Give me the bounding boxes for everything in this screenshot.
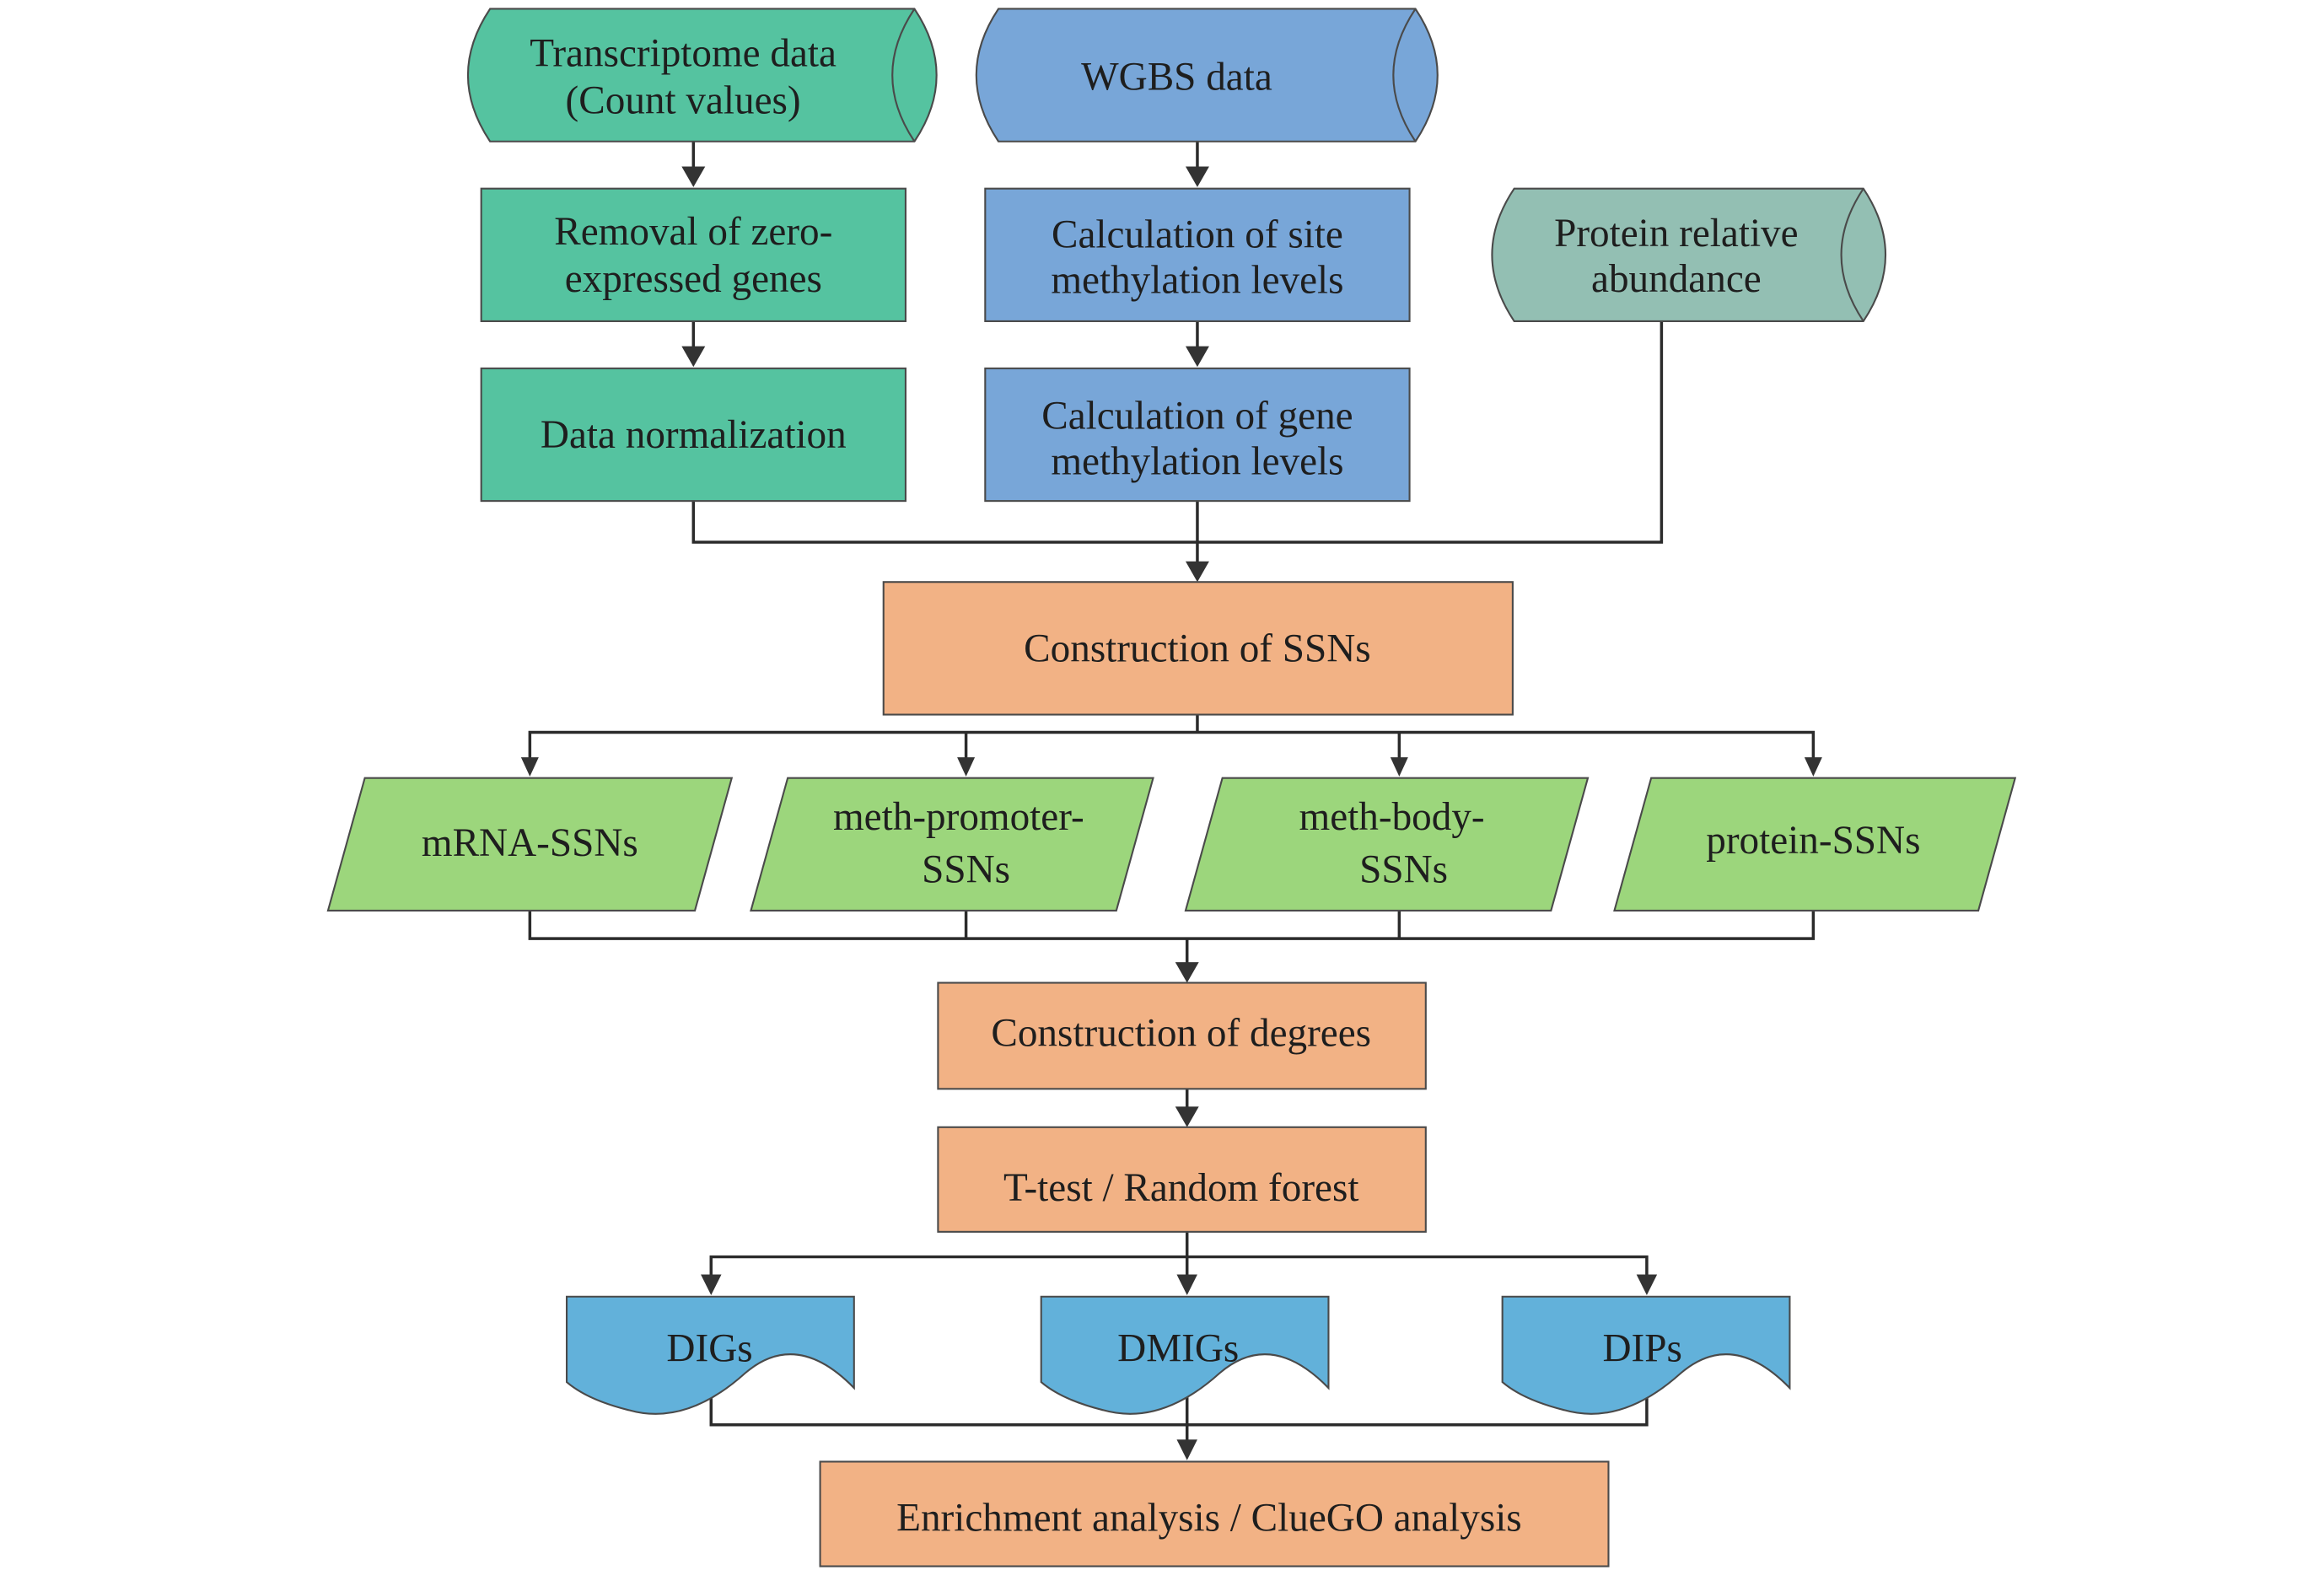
- node-label: Construction of SSNs: [1024, 627, 1371, 671]
- node-enrichment: Enrichment analysis / ClueGO analysis: [819, 1460, 1610, 1568]
- node-protein-ssn: protein-SSNs: [1613, 777, 2017, 911]
- arrowhead: [1176, 1274, 1197, 1295]
- node-ttest: T-test / Random forest: [937, 1126, 1427, 1233]
- node-label: mRNA-SSNs: [422, 821, 638, 865]
- node-label: expressed genes: [565, 257, 822, 301]
- node-meth-promoter-ssn: meth-promoter- SSNs: [750, 777, 1154, 911]
- node-label: Transcriptome data: [530, 32, 837, 76]
- node-wgbs: WGBS data: [975, 8, 1439, 143]
- edge-merge-bus: [528, 910, 1816, 940]
- document-shape: [565, 1295, 855, 1415]
- arrowhead: [1175, 1106, 1199, 1127]
- parallelogram: [1613, 777, 2017, 911]
- node-label: meth-body-: [1299, 795, 1485, 839]
- process-box: [937, 1126, 1427, 1233]
- node-meth-body-ssn: meth-body- SSNs: [1184, 777, 1590, 911]
- edge-split-bus: [528, 730, 1816, 762]
- arrowhead: [1185, 346, 1209, 368]
- arrowhead: [520, 757, 539, 777]
- cylinder-end: [891, 8, 916, 143]
- node-label: methylation levels: [1051, 259, 1343, 303]
- process-box: [882, 581, 1514, 716]
- node-mrna-ssn: mRNA-SSNs: [326, 777, 734, 911]
- arrowhead: [1804, 757, 1822, 777]
- process-box: [937, 981, 1427, 1090]
- node-dips: DIPs: [1501, 1295, 1791, 1415]
- edge-normalization-merge: [691, 320, 1664, 544]
- arrowhead: [681, 346, 706, 368]
- process-box: [984, 367, 1411, 503]
- document-shape: [1040, 1295, 1330, 1415]
- node-label: SSNs: [1359, 848, 1448, 892]
- node-label: T-test / Random forest: [1003, 1166, 1358, 1210]
- node-digs: DIGs: [565, 1295, 855, 1415]
- node-label: methylation levels: [1051, 440, 1343, 484]
- node-label: DIGs: [666, 1327, 752, 1371]
- node-protein: Protein relative abundance: [1491, 187, 1887, 322]
- arrowhead: [1185, 166, 1209, 187]
- node-normalization: Data normalization: [480, 367, 906, 503]
- edge-doc-bus: [709, 1255, 1649, 1279]
- arrowhead: [701, 1274, 722, 1295]
- node-label: Enrichment analysis / ClueGO analysis: [896, 1497, 1522, 1541]
- arrowhead: [1175, 962, 1199, 983]
- node-ssn-construction: Construction of SSNs: [882, 581, 1514, 716]
- node-label: DIPs: [1602, 1327, 1681, 1371]
- node-label: Removal of zero-: [554, 210, 832, 254]
- node-removal: Removal of zero- expressed genes: [480, 187, 906, 322]
- cylinder-end: [1840, 188, 1864, 322]
- node-label: Calculation of gene: [1041, 395, 1353, 438]
- node-label: abundance: [1591, 257, 1762, 301]
- process-box: [480, 367, 906, 503]
- node-site-methylation: Calculation of site methylation levels: [984, 187, 1411, 322]
- node-label: Calculation of site: [1052, 213, 1343, 257]
- arrowhead: [1176, 1439, 1197, 1460]
- node-degrees: Construction of degrees: [937, 981, 1427, 1090]
- parallelogram: [326, 777, 734, 911]
- cylinder-end: [1392, 8, 1417, 143]
- node-label: WGBS data: [1081, 56, 1272, 99]
- arrowhead: [681, 166, 706, 187]
- parallelogram: [750, 777, 1154, 911]
- edges: [520, 141, 1822, 1460]
- process-box: [819, 1460, 1610, 1568]
- process-box: [480, 187, 906, 322]
- document-shape: [1501, 1295, 1791, 1415]
- node-label: (Count values): [566, 79, 801, 123]
- node-label: meth-promoter-: [833, 795, 1084, 839]
- node-dmigs: DMIGs: [1040, 1295, 1330, 1415]
- node-label: Data normalization: [541, 413, 847, 457]
- node-label: Construction of degrees: [991, 1012, 1371, 1056]
- node-label: SSNs: [922, 848, 1010, 892]
- node-label: Protein relative: [1554, 212, 1798, 255]
- process-box: [984, 187, 1411, 322]
- node-gene-methylation: Calculation of gene methylation levels: [984, 367, 1411, 503]
- node-transcriptome: Transcriptome data (Count values): [466, 8, 938, 143]
- arrowhead: [957, 757, 976, 777]
- edge-doc-merge-bus: [709, 1377, 1649, 1427]
- arrowhead: [1390, 757, 1408, 777]
- arrowhead: [1636, 1274, 1658, 1295]
- arrowhead: [1185, 561, 1209, 583]
- node-label: DMIGs: [1117, 1327, 1239, 1371]
- parallelogram: [1184, 777, 1590, 911]
- node-label: protein-SSNs: [1706, 819, 1920, 863]
